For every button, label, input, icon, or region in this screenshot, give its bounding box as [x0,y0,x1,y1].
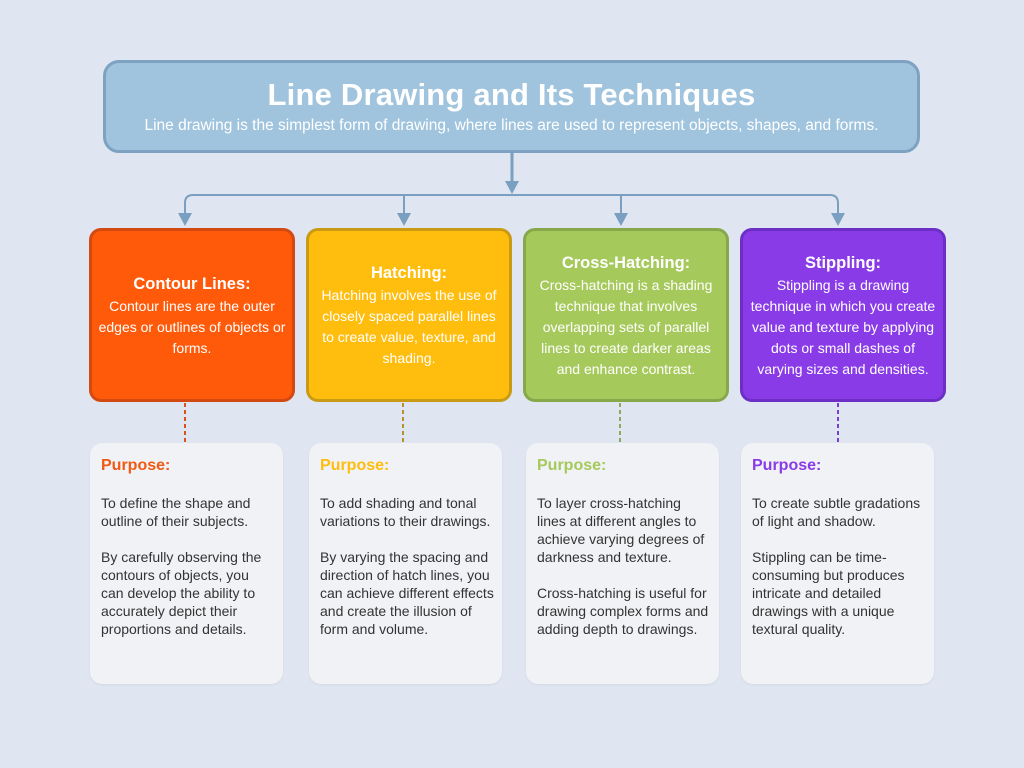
arrowhead-icon [614,213,628,226]
branch-line [184,194,839,213]
arrowhead-icon [178,213,192,226]
technique-box-stippling: Stippling: Stippling is a drawing techni… [740,228,946,402]
purpose-text: Cross-hatching is useful for drawing com… [537,585,709,637]
technique-description: Hatching involves the use of closely spa… [321,287,497,366]
technique-description: Stippling is a drawing technique in whic… [750,276,936,377]
purpose-card-contour-lines: Purpose: To define the shape and outline… [90,443,283,684]
technique-title: Hatching: [370,264,448,282]
purpose-text: By carefully observing the contours of o… [101,549,262,637]
technique-title: Stippling: [804,253,882,272]
arrowhead-icon [397,213,411,226]
technique-description: Contour lines are the outer edges or out… [98,297,286,356]
purpose-text: By varying the spacing and direction of … [320,549,494,637]
technique-description: Cross-hatching is a shading technique th… [539,276,713,377]
purpose-heading: Purpose: [752,457,822,474]
purpose-text: To layer cross-hatching lines at differe… [537,495,705,565]
arrowhead-icon [505,181,519,194]
technique-title: Cross-Hatching: [561,253,691,272]
purpose-card-hatching: Purpose: To add shading and tonal variat… [309,443,502,684]
technique-title: Contour Lines: [133,274,251,293]
purpose-heading: Purpose: [101,457,171,474]
technique-box-hatching: Hatching: Hatching involves the use of c… [306,228,512,402]
purpose-text: To create subtle gradations of light and… [752,495,921,529]
purpose-heading: Purpose: [537,457,607,474]
purpose-text: Stippling can be time-consuming but prod… [752,549,905,637]
purpose-text: To define the shape and outline of their… [101,495,251,529]
purpose-card-cross-hatching: Purpose: To layer cross-hatching lines a… [526,443,719,684]
purpose-heading: Purpose: [320,457,390,474]
diagram-subtitle: Line drawing is the simplest form of dra… [144,117,879,134]
technique-box-cross-hatching: Cross-Hatching: Cross-hatching is a shad… [523,228,729,402]
purpose-text: To add shading and tonal variations to t… [320,495,491,529]
title-box: Line Drawing and Its Techniques Line dra… [103,60,920,153]
arrowhead-icon [831,213,845,226]
diagram-title: Line Drawing and Its Techniques [267,77,756,112]
purpose-card-stippling: Purpose: To create subtle gradations of … [741,443,934,684]
technique-box-contour-lines: Contour Lines: Contour lines are the out… [89,228,295,402]
